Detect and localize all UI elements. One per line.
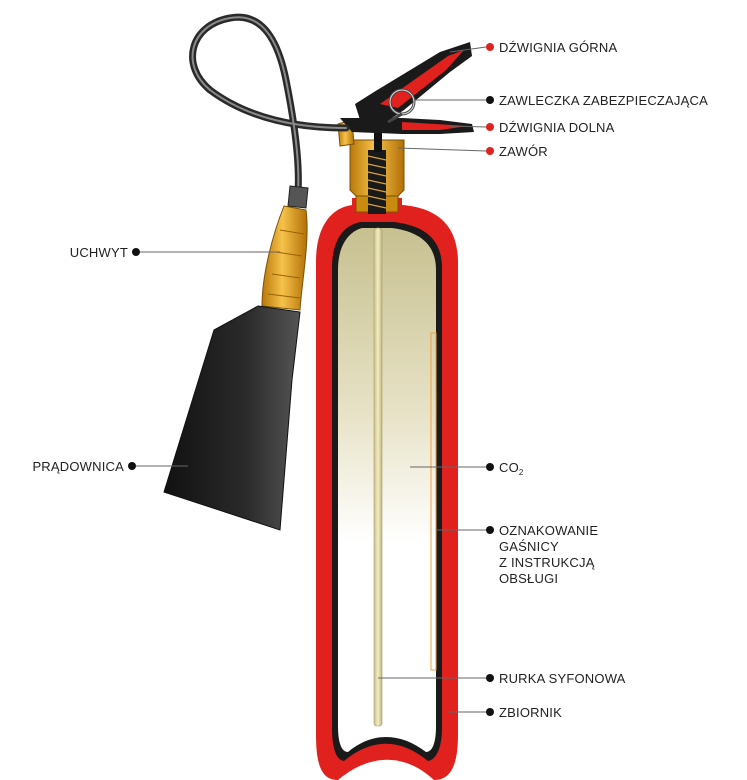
co2-gas xyxy=(338,228,436,752)
label-oznakowanie-1: OZNAKOWANIE xyxy=(499,523,598,538)
label-co2-sub: 2 xyxy=(519,468,524,477)
label-uchwyt: UCHWYT xyxy=(70,245,128,260)
label-zawleczka: ZAWLECZKA ZABEZPIECZAJĄCA xyxy=(499,93,708,108)
dot-oznakowanie xyxy=(486,526,494,534)
hose-ferrule xyxy=(288,186,308,208)
discharge-horn xyxy=(164,306,300,530)
dot-pradownica xyxy=(128,462,136,470)
dot-zbiornik xyxy=(486,708,494,716)
label-pradownica: PRĄDOWNICA xyxy=(32,459,124,474)
dot-uchwyt xyxy=(132,248,140,256)
levers xyxy=(340,42,474,134)
label-oznakowanie-4: OBSŁUGI xyxy=(499,571,558,586)
label-oznakowanie-2: GAŚNICY xyxy=(499,539,559,554)
label-dzwignia-dolna: DŹWIGNIA DOLNA xyxy=(499,120,615,135)
tank xyxy=(316,198,458,780)
label-dzwignia-gorna: DŹWIGNIA GÓRNA xyxy=(499,40,617,55)
dot-co2 xyxy=(486,463,494,471)
siphon-tube xyxy=(374,228,382,726)
dot-dzwignia-dolna xyxy=(486,123,494,131)
label-oznakowanie-3: Z INSTRUKCJĄ xyxy=(499,555,595,570)
label-co2: CO2 xyxy=(499,460,524,477)
dot-dzwignia-gorna xyxy=(486,43,494,51)
dot-zawor xyxy=(486,147,494,155)
label-zbiornik: ZBIORNIK xyxy=(499,705,562,720)
hose xyxy=(193,17,346,192)
handle xyxy=(262,206,307,310)
dot-rurka xyxy=(486,674,494,682)
dot-zawleczka xyxy=(486,96,494,104)
label-co2-main: CO xyxy=(499,460,519,475)
label-zawor: ZAWÓR xyxy=(499,144,548,159)
label-rurka: RURKA SYFONOWA xyxy=(499,671,626,686)
